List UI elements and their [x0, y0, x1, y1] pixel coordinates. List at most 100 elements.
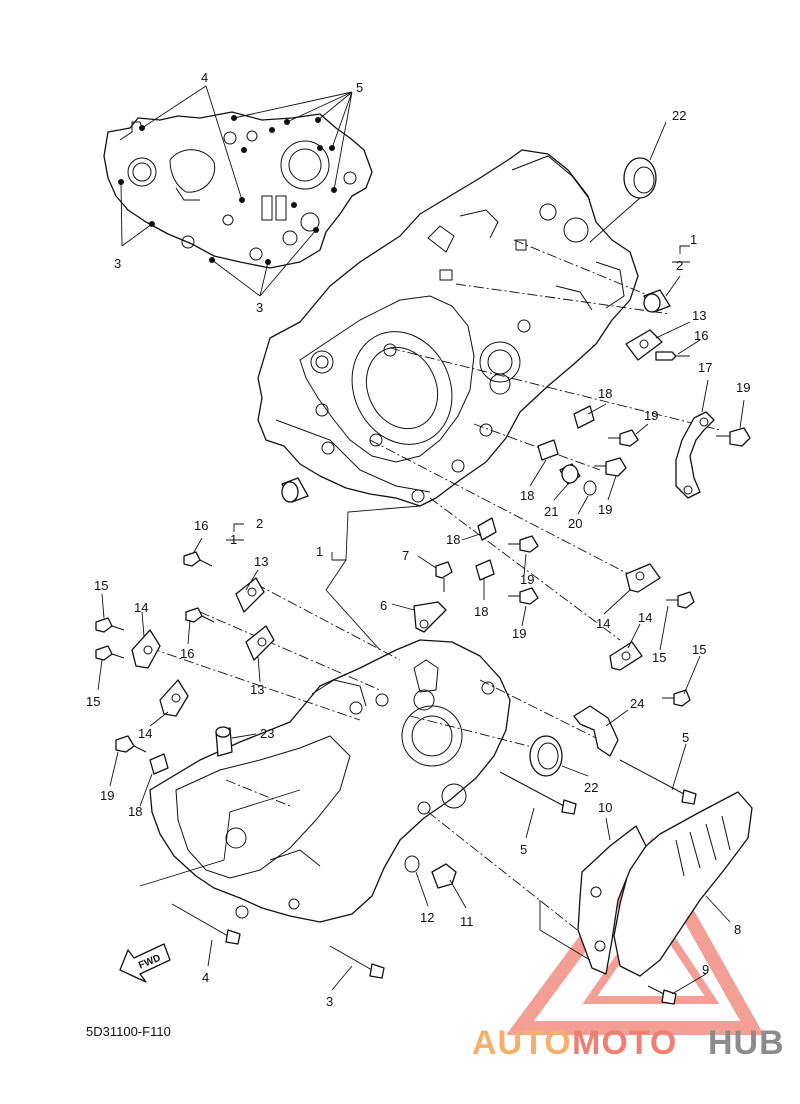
dowel-pin-left: [281, 477, 309, 503]
bolt-19-f: [115, 735, 147, 753]
screw-15-a: [95, 617, 125, 633]
callout-20: 20: [568, 516, 582, 531]
callout-19-c: 19: [598, 502, 612, 517]
bracket-14-b: [159, 679, 189, 717]
callout-14-b: 14: [138, 726, 152, 741]
dowel-23: [215, 726, 233, 757]
drawing-code: 5D31100-F110: [86, 1024, 171, 1039]
watermark-part-hub: HUB: [708, 1024, 785, 1062]
callout-18-d: 18: [474, 604, 488, 619]
bolt-19-d: [508, 535, 539, 553]
callout-2-top: 2: [676, 258, 683, 273]
bolt-19-a: [716, 427, 751, 447]
callout-22-bottom: 22: [584, 780, 598, 795]
callout-6: 6: [380, 598, 387, 613]
callout-15-b: 15: [86, 694, 100, 709]
callout-16-mid: 16: [180, 646, 194, 661]
long-bolt-3: [329, 945, 385, 979]
callout-1-mid: 1: [316, 544, 323, 559]
callout-15-a: 15: [94, 578, 108, 593]
callout-7: 7: [402, 548, 409, 563]
sprocket-cover-8: [613, 791, 753, 977]
screw-left-a: [183, 551, 213, 567]
plate-left-a: [235, 577, 265, 613]
stopper-lever-6: [413, 601, 447, 633]
long-bolt-5-mid: [499, 771, 577, 815]
callout-2-left: 2: [256, 516, 263, 531]
bolt-7: [435, 561, 453, 592]
plate-left-b: [245, 625, 275, 661]
leader-lines: [97, 245, 745, 995]
callout-23: 23: [260, 726, 274, 741]
drain-plug-11: [431, 863, 457, 889]
screw-15-b: [95, 645, 125, 661]
bolt-19-e: [508, 587, 539, 605]
callout-12: 12: [420, 910, 434, 925]
screw-left-b: [185, 607, 215, 623]
bracket-14-d: [609, 641, 643, 671]
lower-crankcase-left: [149, 639, 511, 923]
long-bolt-4: [171, 903, 241, 945]
o-ring-20: [583, 480, 597, 496]
collar-21: [559, 463, 581, 485]
callout-15-d: 15: [692, 642, 706, 657]
washer-12: [404, 855, 420, 873]
callout-19-d: 19: [520, 572, 534, 587]
fwd-arrow-icon: FWD: [119, 943, 171, 983]
callout-10: 10: [598, 800, 612, 815]
bracket-14-a: [131, 629, 161, 669]
oil-seal-bottom: [529, 735, 563, 777]
callout-15-c: 15: [652, 650, 666, 665]
callout-1-top: 1: [690, 232, 697, 247]
upper-crankcase-right: [257, 149, 639, 507]
callout-17: 17: [698, 360, 712, 375]
callout-13-right: 13: [692, 308, 706, 323]
callout-5-right: 5: [682, 730, 689, 745]
callout-13-mid: 13: [250, 682, 264, 697]
callout-24: 24: [630, 696, 644, 711]
watermark-part-auto: AUTO: [472, 1024, 572, 1062]
callout-14-d: 14: [638, 610, 652, 625]
callout-13-left: 13: [254, 554, 268, 569]
callout-19-a: 19: [736, 380, 750, 395]
chain-guide-10: [577, 825, 647, 975]
callout-21: 21: [544, 504, 558, 519]
watermark-text: AUTO MOTO HUB: [472, 1024, 785, 1062]
callout-18-e: 18: [128, 804, 142, 819]
callout-3-left: 3: [114, 256, 121, 271]
bolt-19-c: [594, 457, 627, 477]
long-bolt-5-right: [619, 759, 697, 805]
callout-19-f: 19: [100, 788, 114, 803]
bolt-19-b: [608, 429, 639, 447]
callout-3-bottom: 3: [326, 994, 333, 1009]
cable-clamp-24: [573, 705, 619, 757]
callout-5-top: 5: [356, 80, 363, 95]
clip-18-e: [149, 753, 169, 775]
callout-16-left: 16: [194, 518, 208, 533]
alignment-lines: [149, 239, 721, 941]
callout-18-b: 18: [520, 488, 534, 503]
callout-18-c: 18: [446, 532, 460, 547]
callout-11: 11: [460, 914, 474, 929]
screw-15-d: [662, 689, 691, 707]
callout-1-left: 1: [230, 532, 237, 547]
inset-crankcase-view: [103, 85, 373, 297]
oil-seal-top: [589, 121, 667, 243]
callout-19-e: 19: [512, 626, 526, 641]
callout-22-top: 22: [672, 108, 686, 123]
callout-4-top: 4: [201, 70, 208, 85]
callout-14-c: 14: [596, 616, 610, 631]
dowel-pin-right: [643, 289, 671, 313]
clip-18-d: [475, 559, 495, 581]
callout-labels: 4 5 3 3 22 1 2 13 16 17 19 18 19 18 21 2…: [86, 70, 750, 1009]
callout-8: 8: [734, 922, 741, 937]
callout-9: 9: [702, 962, 709, 977]
watermark-part-moto: MOTO: [572, 1024, 677, 1062]
screw-right: [655, 351, 690, 361]
clip-18-b: [537, 439, 559, 461]
bracket-14-c: [625, 563, 661, 593]
clip-18-c: [477, 517, 497, 541]
clip-18-a: [573, 405, 595, 429]
callout-4-bottom: 4: [202, 970, 209, 985]
callout-3-inset-bottom: 3: [256, 300, 263, 315]
